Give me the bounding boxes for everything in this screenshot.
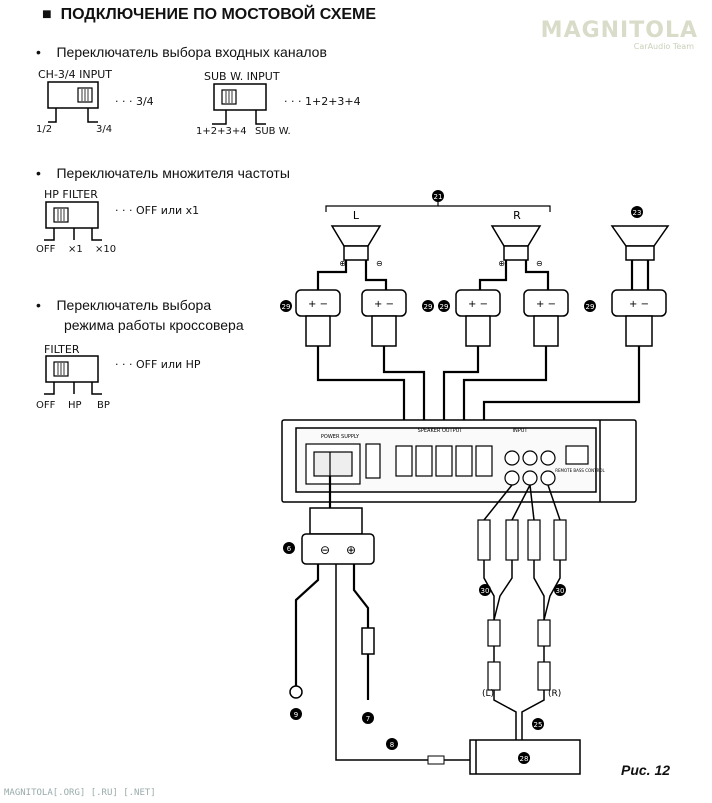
- footer-watermark: MAGNITOLA[.ORG] [.RU] [.NET]: [4, 788, 156, 798]
- rca-left-label: (L): [482, 689, 494, 699]
- subw-label: SUB W. INPUT: [204, 70, 280, 83]
- power-connector: [301, 507, 375, 565]
- watermark-sub: CarAudio Team: [633, 42, 694, 51]
- bullet-crossover: • Переключатель выбора: [36, 297, 212, 313]
- callout-21-text: 21: [434, 193, 443, 201]
- svg-text:+ −: + −: [308, 299, 328, 310]
- ch34-pos-2: 3/4: [96, 124, 113, 135]
- hp-filter-label: HP FILTER: [44, 188, 98, 201]
- svg-text:⊖: ⊖: [376, 259, 383, 268]
- callout-23-text: 23: [633, 209, 642, 217]
- speaker-left: [330, 225, 382, 261]
- battery-wire: [352, 564, 370, 630]
- speaker-plugs: [295, 289, 667, 347]
- speaker-right-label: R: [513, 209, 521, 222]
- speaker-output-label: SPEAKER OUTPUT: [418, 428, 464, 434]
- subw-pos-2: SUB W.: [255, 126, 291, 137]
- callout-30-right: 30: [556, 587, 565, 595]
- bullet-crossover-text-1: Переключатель выбора: [56, 297, 212, 313]
- callout-23-dot: [631, 206, 643, 218]
- watermark-logo: MAGNITOLA: [540, 18, 698, 43]
- svg-text:29: 29: [586, 303, 595, 311]
- remote-label: REMOTE BASS CONTROL: [555, 468, 605, 473]
- hp-filter-switch-graphic: [44, 201, 102, 241]
- speaker-sub: [610, 225, 670, 261]
- filter-pos-3: BP: [97, 400, 110, 411]
- speaker-terminals: [365, 443, 493, 479]
- bullet-input-channels-text: Переключатель выбора входных каналов: [56, 44, 327, 60]
- filter-value: · · · OFF или HP: [115, 358, 201, 371]
- svg-text:⊕: ⊕: [346, 543, 356, 557]
- speaker-wires: [316, 260, 650, 290]
- filter-label: FILTER: [44, 343, 80, 356]
- bullet-frequency: • Переключатель множителя частоты: [36, 165, 290, 181]
- ground-wire: [294, 564, 320, 686]
- ch34-label: CH-3/4 INPUT: [38, 68, 112, 81]
- svg-text:+ −: + −: [536, 299, 556, 310]
- filter-pos-1: OFF: [36, 400, 56, 411]
- svg-text:⊖: ⊖: [320, 543, 330, 557]
- speaker-right: [490, 225, 542, 261]
- rca-right-label: (R): [548, 689, 561, 699]
- callout-28: 28: [520, 755, 529, 763]
- svg-text:⊖: ⊖: [536, 259, 543, 268]
- filter-switch-graphic: [44, 355, 102, 395]
- hp-filter-pos-2: ×1: [68, 244, 83, 255]
- callout-9: 9: [294, 711, 298, 719]
- callout-30-left: 30: [481, 587, 490, 595]
- hp-filter-pos-1: OFF: [36, 244, 56, 255]
- callout-7: 7: [366, 715, 370, 723]
- speaker-left-label: L: [353, 209, 360, 222]
- ch34-pos-1: 1/2: [36, 124, 53, 135]
- figure-label: Рис. 12: [621, 762, 671, 778]
- svg-text:+ −: + −: [629, 299, 649, 310]
- title-text: ПОДКЛЮЧЕНИЕ ПО МОСТОВОЙ СХЕМЕ: [60, 6, 377, 23]
- callout-21-dot: [432, 190, 444, 202]
- rca-plugs: [477, 519, 567, 691]
- filter-pos-2: HP: [68, 400, 82, 411]
- hp-filter-value: · · · OFF или x1: [115, 204, 200, 217]
- svg-text:+ −: + −: [374, 299, 394, 310]
- svg-text:29: 29: [440, 303, 449, 311]
- ch34-switch-graphic: [47, 81, 99, 123]
- bullet-frequency-text: Переключатель множителя частоты: [56, 165, 290, 181]
- bullet-crossover-text-2: режима работы кроссовера: [64, 317, 244, 333]
- hp-filter-pos-3: ×10: [95, 244, 117, 255]
- power-supply-label: POWER SUPPLY: [321, 434, 360, 440]
- callout-25: 25: [534, 721, 543, 729]
- svg-text:+ −: + −: [468, 299, 488, 310]
- svg-text:⊕: ⊕: [339, 259, 346, 268]
- svg-text:29: 29: [424, 303, 433, 311]
- bullet-input-channels: • Переключатель выбора входных каналов: [36, 44, 327, 60]
- rca-cables: [483, 484, 561, 740]
- remote-wire: [335, 564, 470, 761]
- svg-text:⊕: ⊕: [498, 259, 505, 268]
- ch34-value: · · · 3/4: [115, 95, 154, 108]
- power-terminal: [305, 443, 361, 485]
- callout-6: 6: [287, 545, 292, 553]
- title-marker: ■: [42, 6, 52, 23]
- subw-value: · · · 1+2+3+4: [284, 95, 361, 108]
- callout-8: 8: [390, 741, 394, 749]
- subw-switch-graphic: [212, 83, 267, 125]
- callouts-29: 29 29 29 29: [280, 300, 596, 312]
- input-label: INPUT: [513, 428, 529, 434]
- subw-pos-1: 1+2+3+4: [196, 126, 247, 137]
- svg-text:29: 29: [282, 303, 291, 311]
- page-title: ■ ПОДКЛЮЧЕНИЕ ПО МОСТОВОЙ СХЕМЕ: [42, 6, 376, 24]
